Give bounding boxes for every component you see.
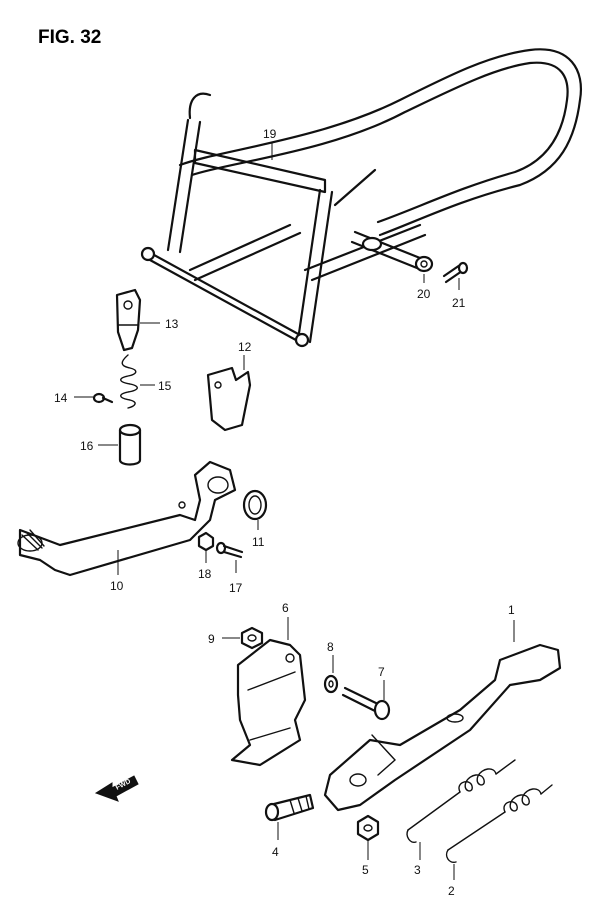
label-14: 14	[54, 391, 68, 405]
bracket-13-part	[115, 288, 142, 352]
label-1: 1	[508, 603, 515, 617]
label-13: 13	[165, 317, 179, 331]
fwd-arrow-icon: FWD	[94, 775, 139, 802]
nut-20-part	[414, 255, 434, 273]
lever-10-part	[17, 460, 237, 577]
bolt-14-part	[92, 392, 114, 404]
figure-title: FIG. 32	[38, 27, 101, 48]
label-7: 7	[378, 665, 385, 679]
label-11: 11	[252, 535, 265, 549]
frame-guard-part	[140, 48, 582, 348]
label-17: 17	[229, 581, 243, 595]
label-5: 5	[362, 863, 369, 877]
label-21: 21	[452, 296, 466, 310]
label-4: 4	[272, 845, 279, 859]
bolt-7-part	[341, 686, 391, 721]
label-12: 12	[238, 340, 252, 354]
ring-11-part	[242, 489, 268, 521]
label-19: 19	[263, 127, 277, 141]
side-stand-1-part	[323, 643, 562, 812]
label-10: 10	[110, 579, 124, 593]
nut-5-part	[356, 814, 380, 842]
label-2: 2	[448, 884, 455, 898]
nut-9-part	[240, 626, 264, 650]
collar-16-part	[118, 423, 142, 466]
bolt-17-part	[215, 541, 244, 559]
label-16: 16	[80, 439, 94, 453]
spring-2-part	[445, 784, 553, 863]
label-6: 6	[282, 601, 289, 615]
label-20: 20	[417, 287, 431, 301]
nut-18-part	[197, 531, 215, 552]
spring-15-part	[120, 354, 138, 409]
pivot-bolt-4-part	[264, 793, 315, 822]
label-3: 3	[414, 863, 421, 877]
label-18: 18	[198, 567, 212, 581]
bracket-plate-6-part	[230, 638, 307, 767]
label-9: 9	[208, 632, 215, 646]
label-8: 8	[327, 640, 334, 654]
spring-3-part	[406, 759, 516, 843]
cover-12-part	[206, 366, 252, 432]
washer-8-part	[323, 674, 339, 694]
label-15: 15	[158, 379, 172, 393]
bolt-21-part	[442, 261, 469, 284]
